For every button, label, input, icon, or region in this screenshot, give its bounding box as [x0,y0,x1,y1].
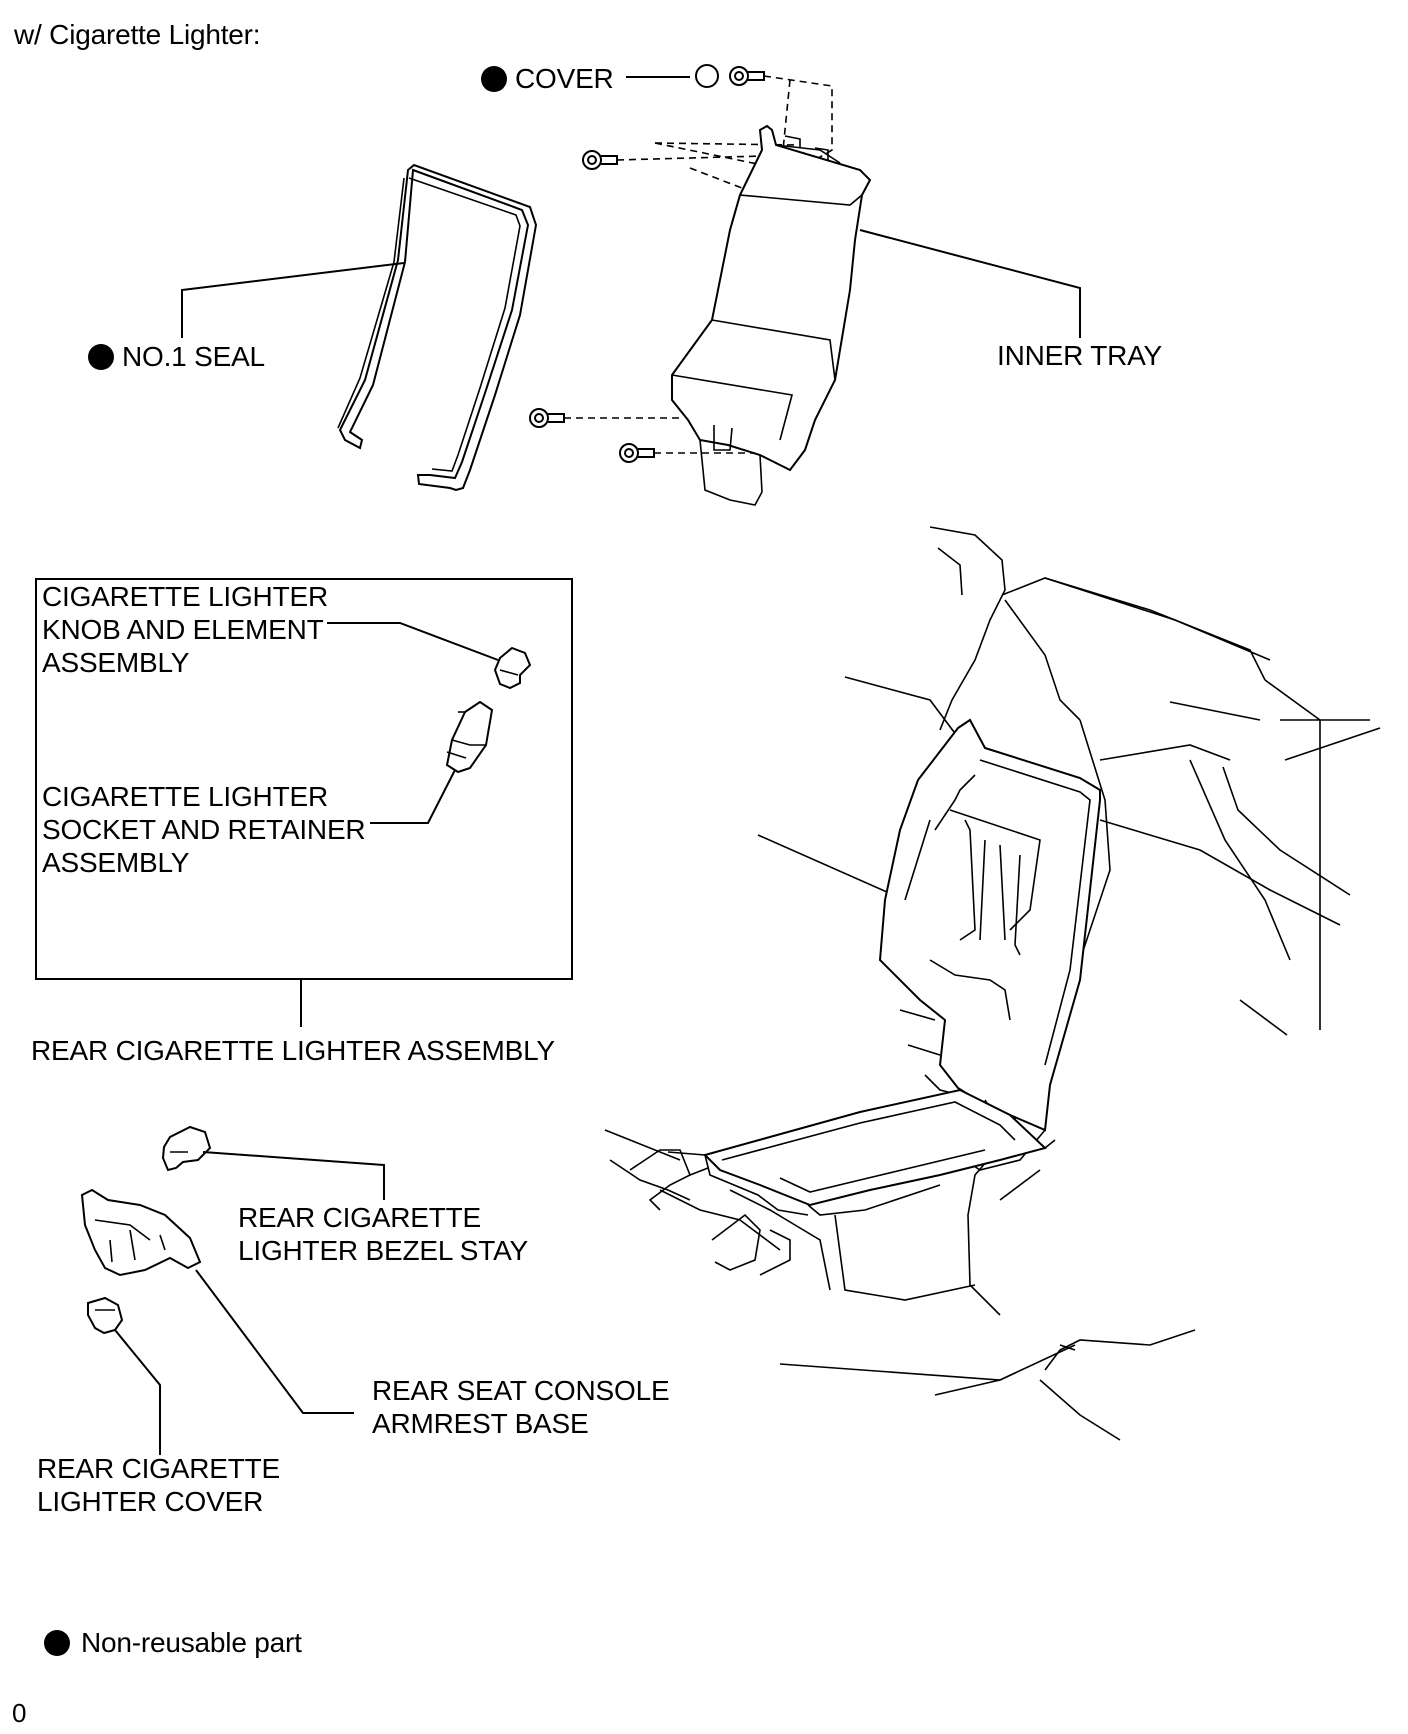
label-cover: COVER [515,63,614,94]
no1-seal-drawing [337,163,538,492]
clip-upper-left [582,150,618,170]
clip-lower-left-1 [529,408,565,428]
clip-lower-left-2 [619,443,655,463]
legend-non-reusable: Non-reusable part [81,1627,302,1658]
inner-tray-drawing [671,124,872,506]
label-inner-tray: INNER TRAY [997,340,1162,371]
label-armrest-base-line1: REAR SEAT CONSOLE [372,1375,670,1406]
label-socket-retainer-line3: ASSEMBLY [42,847,190,878]
lighter-cover-drawing [87,1296,161,1455]
seat-illustration [604,526,1381,1441]
label-socket-retainer-line1: CIGARETTE LIGHTER [42,781,328,812]
label-lighter-cover-line1: REAR CIGARETTE [37,1453,281,1484]
bezel-stay-drawing [161,1125,385,1200]
label-rear-lighter-assembly: REAR CIGARETTE LIGHTER ASSEMBLY [31,1035,555,1066]
cover-plug-icon [695,64,719,88]
knob-element-drawing [327,622,532,690]
label-armrest-base-line2: ARMREST BASE [372,1408,589,1439]
label-no1-seal: NO.1 SEAL [122,341,265,372]
non-reusable-marker-seal [88,344,114,370]
no1-seal-callout [181,262,405,338]
footer-code: 0 [12,1698,27,1728]
label-lighter-cover-line2: LIGHTER COVER [37,1486,264,1517]
filled-circle-icon [44,1630,70,1656]
label-socket-retainer-line2: SOCKET AND RETAINER [42,814,366,845]
label-knob-element-line1: CIGARETTE LIGHTER [42,581,328,612]
label-bezel-stay-line1: REAR CIGARETTE [238,1202,482,1233]
socket-retainer-drawing [370,700,494,824]
cover-callout [626,64,719,88]
inner-tray-callout [859,229,1081,338]
lighter-assembly-box [35,578,573,980]
non-reusable-marker-cover [481,66,507,92]
header-title: w/ Cigarette Lighter: [14,19,261,50]
label-knob-element-line2: KNOB AND ELEMENT [42,614,324,645]
label-bezel-stay-line2: LIGHTER BEZEL STAY [238,1235,528,1266]
armrest-base-drawing [80,1188,354,1414]
label-knob-element-line3: ASSEMBLY [42,647,190,678]
clip-top [729,66,765,86]
